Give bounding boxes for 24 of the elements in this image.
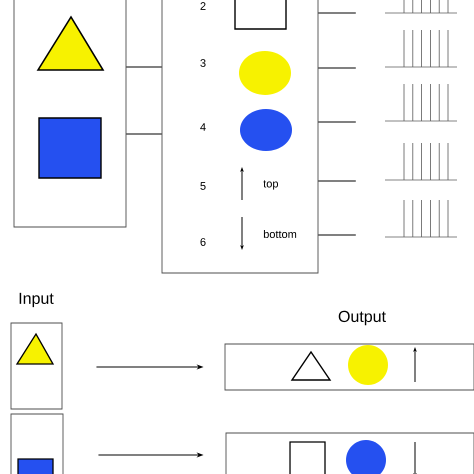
spike-train-drawing: [384, 30, 458, 68]
number-label: 3: [200, 59, 206, 67]
direction-label: bottom: [264, 230, 296, 238]
spike-train-drawing: [384, 142, 458, 180]
direction-label: top: [263, 180, 278, 190]
connector: [318, 180, 356, 182]
panel-box: [14, 0, 126, 228]
panel-box: [162, 0, 318, 274]
panel-box: [224, 344, 474, 390]
connector: [318, 12, 356, 14]
spike-train-drawing: [384, 84, 458, 122]
number-label: 2: [200, 2, 206, 10]
panel-box: [226, 432, 474, 474]
connector: [318, 234, 356, 236]
spike-train-drawing: [384, 0, 458, 14]
spike-train-drawing: [384, 200, 458, 238]
number-label: 4: [200, 123, 206, 131]
panel-box: [10, 414, 64, 474]
heading-label: Output: [338, 310, 386, 326]
panel-box: [10, 322, 62, 410]
connector: [126, 66, 162, 68]
heading-label: Input: [20, 292, 54, 308]
number-label: 5: [200, 182, 206, 190]
number-label: 6: [200, 238, 206, 246]
